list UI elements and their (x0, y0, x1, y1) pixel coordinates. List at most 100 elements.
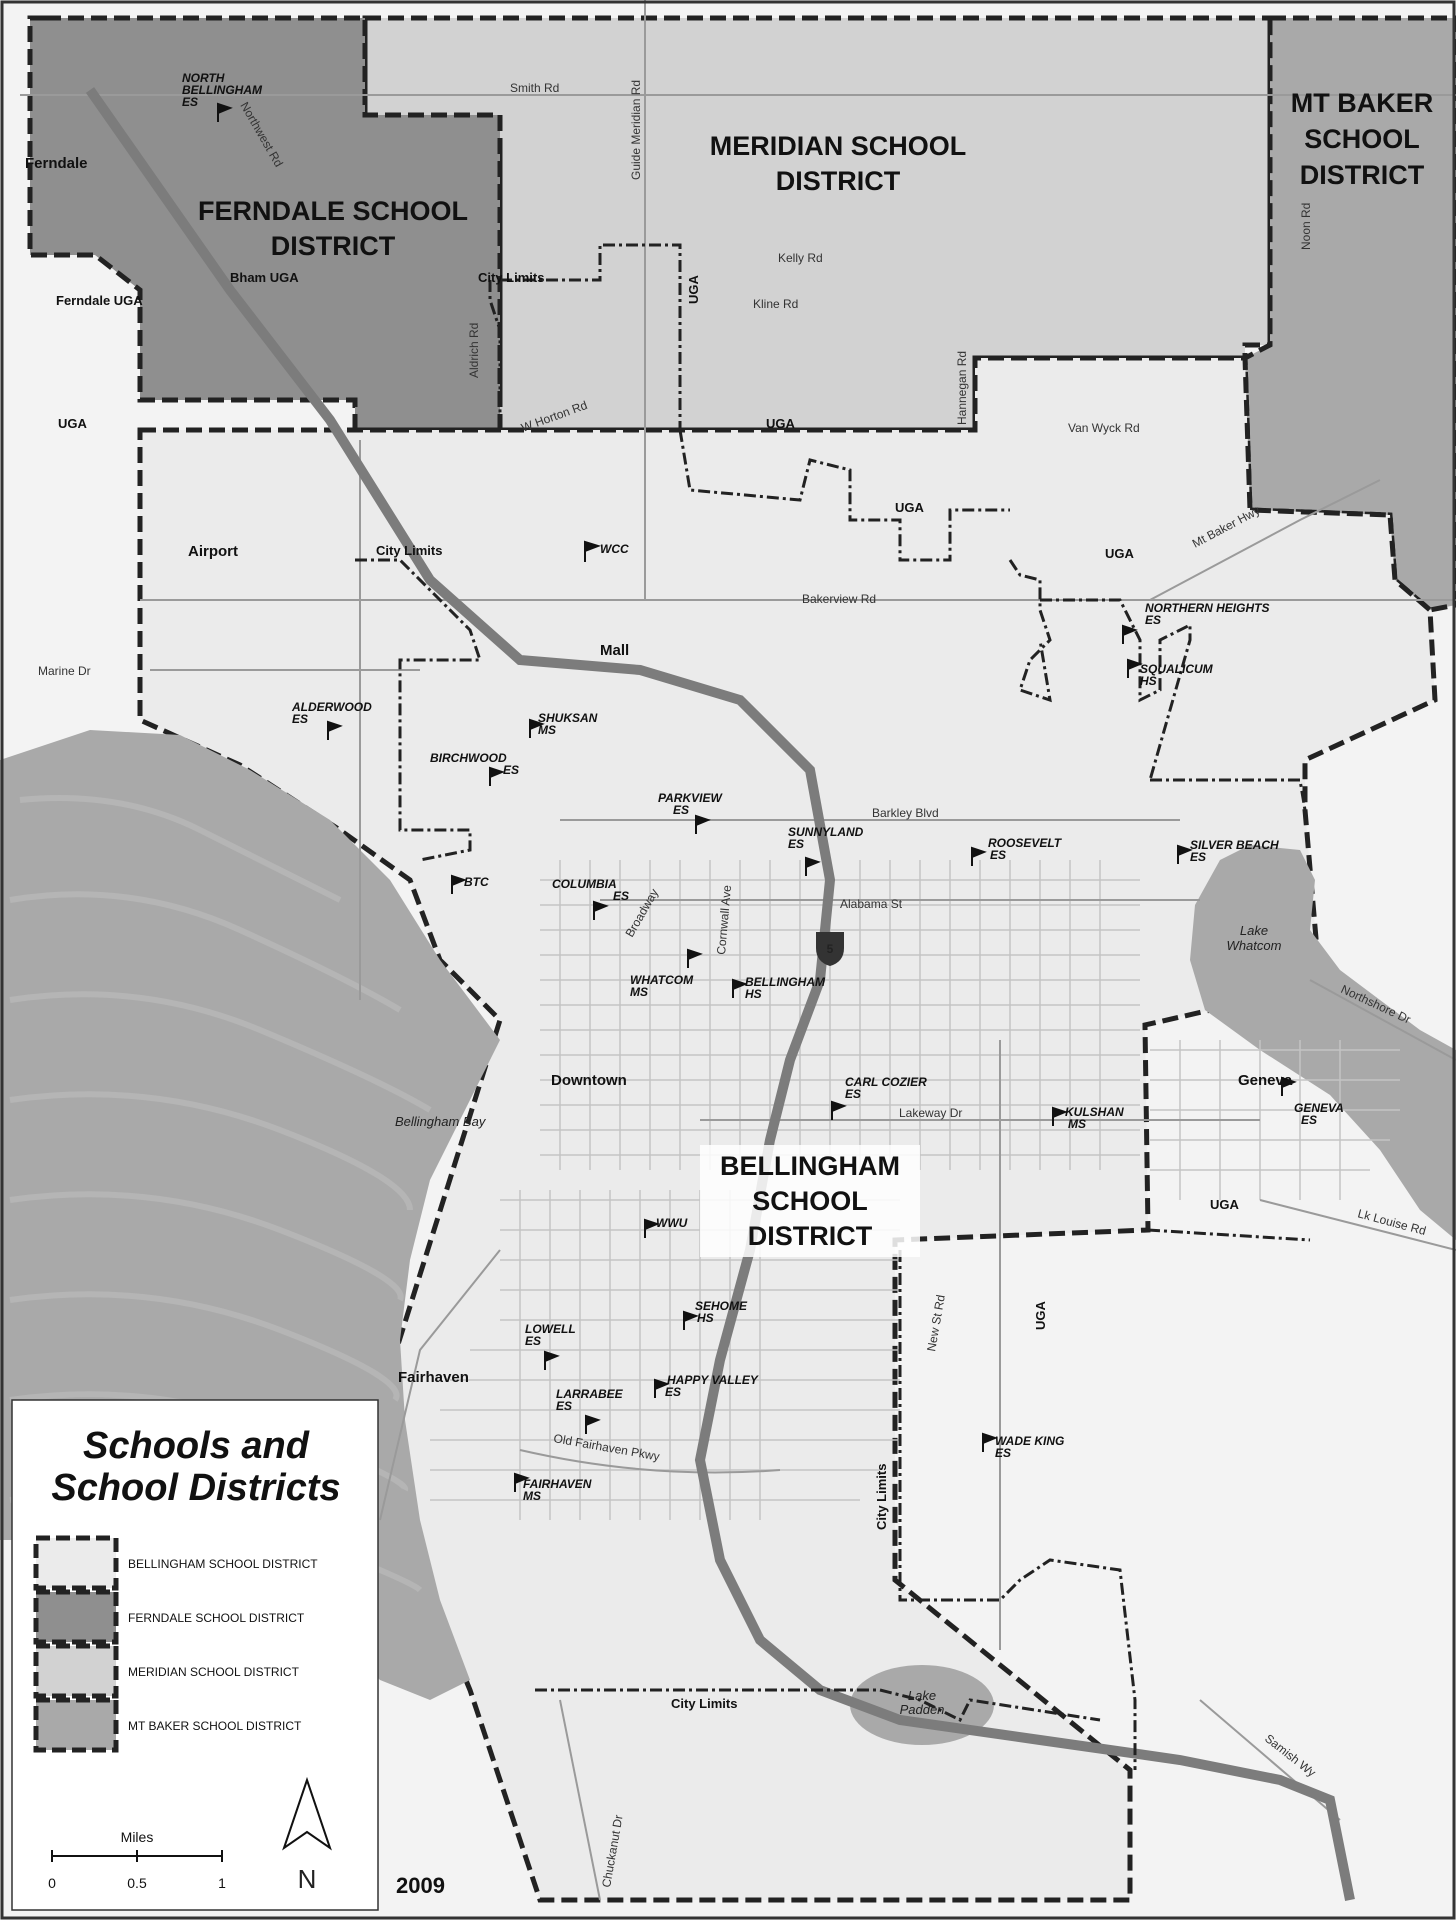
place-geneva: Geneva (1238, 1072, 1293, 1089)
boundary-uga-center: UGA (766, 416, 796, 431)
school-wwu-label: WWU (656, 1216, 688, 1230)
school-flag-icon (529, 718, 545, 738)
school-shuksan-line2: MS (538, 723, 556, 737)
legend-item-mt-baker: MT BAKER SCHOOL DISTRICT (33, 1697, 302, 1753)
school-carl-cozier: CARL COZIER ES (831, 1075, 927, 1120)
school-flag-icon (585, 1414, 601, 1434)
school-sehome-line1: SEHOME (695, 1299, 748, 1313)
place-fairhaven: Fairhaven (398, 1369, 469, 1386)
school-silver-beach-line2: ES (1190, 850, 1206, 864)
school-columbia-line2: ES (613, 889, 629, 903)
school-wade-king-line2: ES (995, 1446, 1011, 1460)
legend-label-meridian: MERIDIAN SCHOOL DISTRICT (128, 1665, 300, 1679)
school-btc: BTC (451, 874, 489, 894)
school-northern-heights: NORTHERN HEIGHTS ES (1122, 601, 1269, 644)
school-alderwood: ALDERWOOD ES (291, 700, 372, 740)
school-fairhaven: FAIRHAVEN MS (514, 1472, 592, 1503)
school-roosevelt: ROOSEVELT ES (971, 836, 1063, 866)
scale-bar-line (51, 1850, 223, 1862)
boundary-uga-west: UGA (58, 416, 88, 431)
school-squalicum-line1: SQUALICUM (1140, 662, 1214, 676)
ferndale-district-label: FERNDALE SCHOOL DISTRICT (198, 196, 468, 261)
mt-baker-district-label-line1: MT BAKER (1291, 88, 1434, 118)
school-northern-heights-line1: NORTHERN HEIGHTS (1145, 601, 1269, 615)
school-flag-icon (1052, 1106, 1068, 1126)
school-flag-icon (695, 814, 711, 834)
place-downtown: Downtown (551, 1072, 627, 1089)
boundary-bham-uga: Bham UGA (230, 270, 299, 285)
map-year: 2009 (396, 1873, 445, 1898)
road-noon: Noon Rd (1299, 203, 1313, 250)
school-flag-icon (644, 1218, 660, 1238)
road-kelly: Kelly Rd (778, 251, 823, 265)
road-van-wyck: Van Wyck Rd (1068, 421, 1140, 435)
i5-shield-label: 5 (827, 942, 834, 956)
legend-label-bellingham: BELLINGHAM SCHOOL DISTRICT (128, 1557, 318, 1571)
school-lowell: LOWELL ES (525, 1322, 576, 1370)
bellingham-district-label-line1: BELLINGHAM (720, 1151, 900, 1181)
school-btc-label: BTC (464, 875, 489, 889)
legend-label-ferndale: FERNDALE SCHOOL DISTRICT (128, 1611, 305, 1625)
school-columbia-line1: COLUMBIA (552, 877, 617, 891)
road-bakerview: Bakerview Rd (802, 592, 876, 606)
school-geneva: GENEVA ES (1281, 1076, 1344, 1127)
bellingham-district-label: BELLINGHAM SCHOOL DISTRICT (700, 1145, 920, 1257)
school-kulshan-line1: KULSHAN (1065, 1105, 1124, 1119)
school-bellingham-hs: BELLINGHAM HS (732, 975, 826, 1001)
boundary-city-limits-north: City Limits (478, 270, 544, 285)
school-flag-icon (514, 1472, 530, 1492)
ferndale-district-area (27, 15, 503, 433)
boundary-uga-south: UGA (1033, 1301, 1048, 1331)
legend-item-meridian: MERIDIAN SCHOOL DISTRICT (33, 1643, 300, 1699)
scale-tick-1: 0.5 (127, 1875, 147, 1891)
place-mall: Mall (600, 642, 629, 659)
school-flag-icon (831, 1100, 847, 1120)
school-roosevelt-line1: ROOSEVELT (988, 836, 1063, 850)
school-sehome: SEHOME HS (683, 1299, 748, 1330)
school-north-bellingham-line3: ES (182, 95, 198, 109)
mt-baker-district-label-line3: DISTRICT (1300, 160, 1425, 190)
legend-swatch-mt-baker (33, 1697, 119, 1753)
legend-title-line1: Schools and (83, 1425, 310, 1467)
ferndale-district-label-line1: FERNDALE SCHOOL (198, 196, 468, 226)
road-marine: Marine Dr (38, 664, 91, 678)
school-carl-cozier-line2: ES (845, 1087, 861, 1101)
water-lake-padden-line2: Padden (900, 1702, 945, 1717)
school-sunnyland-line2: ES (788, 837, 804, 851)
school-fairhaven-line1: FAIRHAVEN (523, 1477, 592, 1491)
school-shuksan: SHUKSAN MS (529, 711, 598, 738)
school-flag-icon (451, 874, 467, 894)
school-parkview-line1: PARKVIEW (658, 791, 723, 805)
boundary-uga-east2: UGA (1105, 546, 1135, 561)
school-geneva-line1: GENEVA (1294, 1101, 1344, 1115)
school-happy-valley-line2: ES (665, 1385, 681, 1399)
road-kline: Kline Rd (753, 297, 798, 311)
bellingham-district-label-line3: DISTRICT (748, 1221, 873, 1251)
legend-swatch-bellingham (33, 1535, 119, 1591)
school-flag-icon (982, 1432, 998, 1452)
school-flag-icon (584, 540, 602, 562)
school-kulshan: KULSHAN MS (1052, 1105, 1124, 1131)
school-shuksan-line1: SHUKSAN (538, 711, 598, 725)
meridian-district-label: MERIDIAN SCHOOL DISTRICT (710, 131, 967, 196)
school-north-bellingham-line1: NORTH (182, 71, 225, 85)
school-parkview: PARKVIEW ES (658, 791, 723, 834)
school-larrabee: LARRABEE ES (556, 1387, 624, 1434)
school-silver-beach-line1: SILVER BEACH (1190, 838, 1279, 852)
school-sunnyland: SUNNYLAND ES (788, 825, 864, 876)
school-larrabee-line1: LARRABEE (556, 1387, 624, 1401)
boundary-uga-geneva: UGA (1210, 1197, 1240, 1212)
school-north-bellingham-line2: BELLINGHAM (182, 83, 263, 97)
place-airport: Airport (188, 543, 238, 560)
legend-item-bellingham: BELLINGHAM SCHOOL DISTRICT (33, 1535, 318, 1591)
boundary-ferndale-uga: Ferndale UGA (56, 293, 143, 308)
road-lakeway: Lakeway Dr (899, 1106, 962, 1120)
major-roads (20, 0, 1456, 1901)
legend-swatch-ferndale (33, 1589, 119, 1645)
school-alderwood-line2: ES (292, 712, 308, 726)
north-arrow-icon: N (282, 1776, 332, 1894)
water-bellingham-bay: Bellingham Bay (395, 1114, 487, 1129)
school-flag-icon (971, 846, 987, 866)
